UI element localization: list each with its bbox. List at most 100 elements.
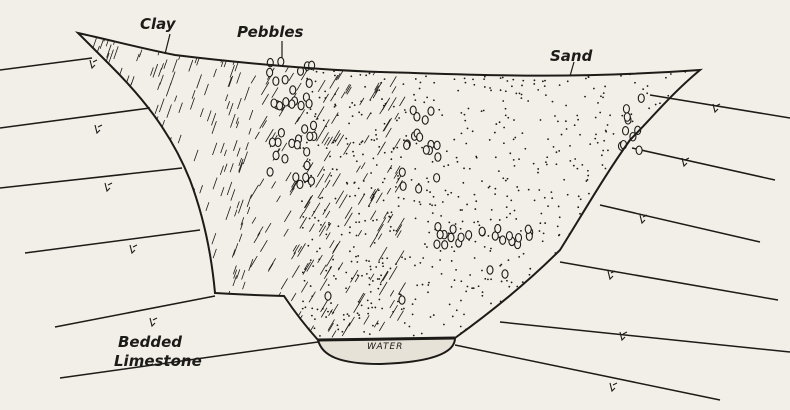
clay-stroke bbox=[153, 64, 158, 77]
sand-dot bbox=[364, 86, 366, 88]
sand-dot bbox=[445, 190, 447, 192]
clay-stroke bbox=[237, 148, 240, 157]
sand-dot bbox=[594, 138, 596, 140]
clay-stroke bbox=[247, 323, 250, 331]
sand-dot bbox=[475, 200, 477, 202]
sand-dot bbox=[481, 270, 483, 272]
sand-dot bbox=[349, 226, 351, 228]
sand-dot bbox=[322, 62, 324, 64]
bed-line bbox=[0, 108, 150, 128]
sand-dot bbox=[324, 91, 326, 93]
sand-dot bbox=[591, 294, 593, 296]
sand-dot bbox=[553, 146, 555, 148]
sand-dot bbox=[599, 248, 601, 250]
sand-dot bbox=[465, 143, 467, 145]
clay-stroke bbox=[102, 159, 104, 166]
clay-stroke bbox=[108, 122, 111, 131]
sand-dot bbox=[645, 252, 647, 254]
clay-stroke bbox=[192, 292, 196, 304]
sand-dot bbox=[312, 265, 314, 267]
sand-dot bbox=[674, 135, 676, 137]
sand-dot bbox=[487, 235, 489, 237]
bed-tick bbox=[610, 383, 617, 391]
clay-stroke bbox=[140, 287, 144, 297]
sand-dot bbox=[330, 302, 332, 304]
sand-dot bbox=[585, 180, 587, 182]
sand-dot bbox=[509, 213, 511, 215]
pebble bbox=[400, 182, 406, 190]
clay-stroke bbox=[234, 243, 238, 255]
clay-stroke bbox=[123, 274, 127, 285]
sand-dot bbox=[542, 317, 544, 319]
sand-dot bbox=[630, 255, 632, 257]
clay-stroke bbox=[318, 188, 324, 198]
clay-stroke bbox=[326, 255, 333, 267]
clay-stroke bbox=[123, 32, 127, 44]
sand-dot bbox=[579, 134, 581, 136]
sand-dot bbox=[302, 300, 304, 302]
clay-stroke bbox=[111, 251, 114, 259]
sand-dot bbox=[374, 242, 376, 244]
sand-dot bbox=[359, 143, 361, 145]
sand-dot bbox=[338, 268, 340, 270]
sand-dot bbox=[325, 125, 327, 127]
sand-dot bbox=[606, 195, 608, 197]
sand-dot bbox=[651, 244, 653, 246]
clay-stroke bbox=[200, 185, 203, 193]
clay-stroke bbox=[243, 330, 245, 336]
sand-dot bbox=[500, 77, 502, 79]
sand-dot bbox=[543, 232, 545, 234]
sand-dot bbox=[420, 203, 422, 205]
sand-dot bbox=[518, 190, 520, 192]
sand-dot bbox=[658, 297, 660, 299]
clay-stroke bbox=[268, 41, 274, 51]
sand-dot bbox=[314, 318, 316, 320]
pebble bbox=[304, 161, 310, 169]
sand-dot bbox=[577, 119, 579, 121]
clay-stroke bbox=[118, 219, 122, 230]
sand-dot bbox=[316, 251, 318, 253]
sand-dot bbox=[421, 147, 423, 149]
sand-dot bbox=[513, 159, 515, 161]
sand-dot bbox=[620, 264, 622, 266]
sand-dot bbox=[429, 191, 431, 193]
clay-stroke bbox=[174, 241, 178, 251]
clay-stroke bbox=[88, 96, 91, 104]
clay-stroke bbox=[97, 141, 100, 151]
pebble bbox=[638, 94, 644, 102]
clay-stroke bbox=[316, 128, 324, 141]
sand-dot bbox=[557, 225, 559, 227]
clay-stroke bbox=[109, 50, 113, 63]
sand-dot bbox=[650, 284, 652, 286]
sand-dot bbox=[635, 294, 637, 296]
sand-dot bbox=[681, 289, 683, 291]
sand-dot bbox=[349, 106, 351, 108]
clay-stroke bbox=[162, 215, 165, 224]
clay-stroke bbox=[237, 201, 239, 208]
clay-stroke bbox=[160, 75, 163, 85]
sand-dot bbox=[602, 164, 604, 166]
sand-dot bbox=[547, 205, 549, 207]
sand-dot bbox=[382, 257, 384, 259]
sand-dot bbox=[631, 142, 633, 144]
sand-label: Sand bbox=[550, 47, 592, 65]
sand-dot bbox=[646, 142, 648, 144]
sand-dot bbox=[513, 119, 515, 121]
clay-stroke bbox=[230, 65, 234, 77]
sand-dot bbox=[368, 277, 370, 279]
pebble bbox=[458, 233, 464, 241]
sand-dot bbox=[334, 93, 336, 95]
pebble bbox=[303, 173, 309, 181]
sand-dot bbox=[358, 187, 360, 189]
pebble bbox=[308, 177, 314, 185]
sand-dot bbox=[665, 77, 667, 79]
clay-label: Clay bbox=[140, 15, 176, 33]
sand-dot bbox=[472, 78, 474, 80]
sand-dot bbox=[545, 161, 547, 163]
sand-dot bbox=[370, 172, 372, 174]
sand-dot bbox=[577, 206, 579, 208]
clay-stroke bbox=[292, 265, 299, 277]
sand-dot bbox=[461, 209, 463, 211]
sand-dot bbox=[620, 223, 622, 225]
clay-stroke bbox=[224, 164, 227, 172]
